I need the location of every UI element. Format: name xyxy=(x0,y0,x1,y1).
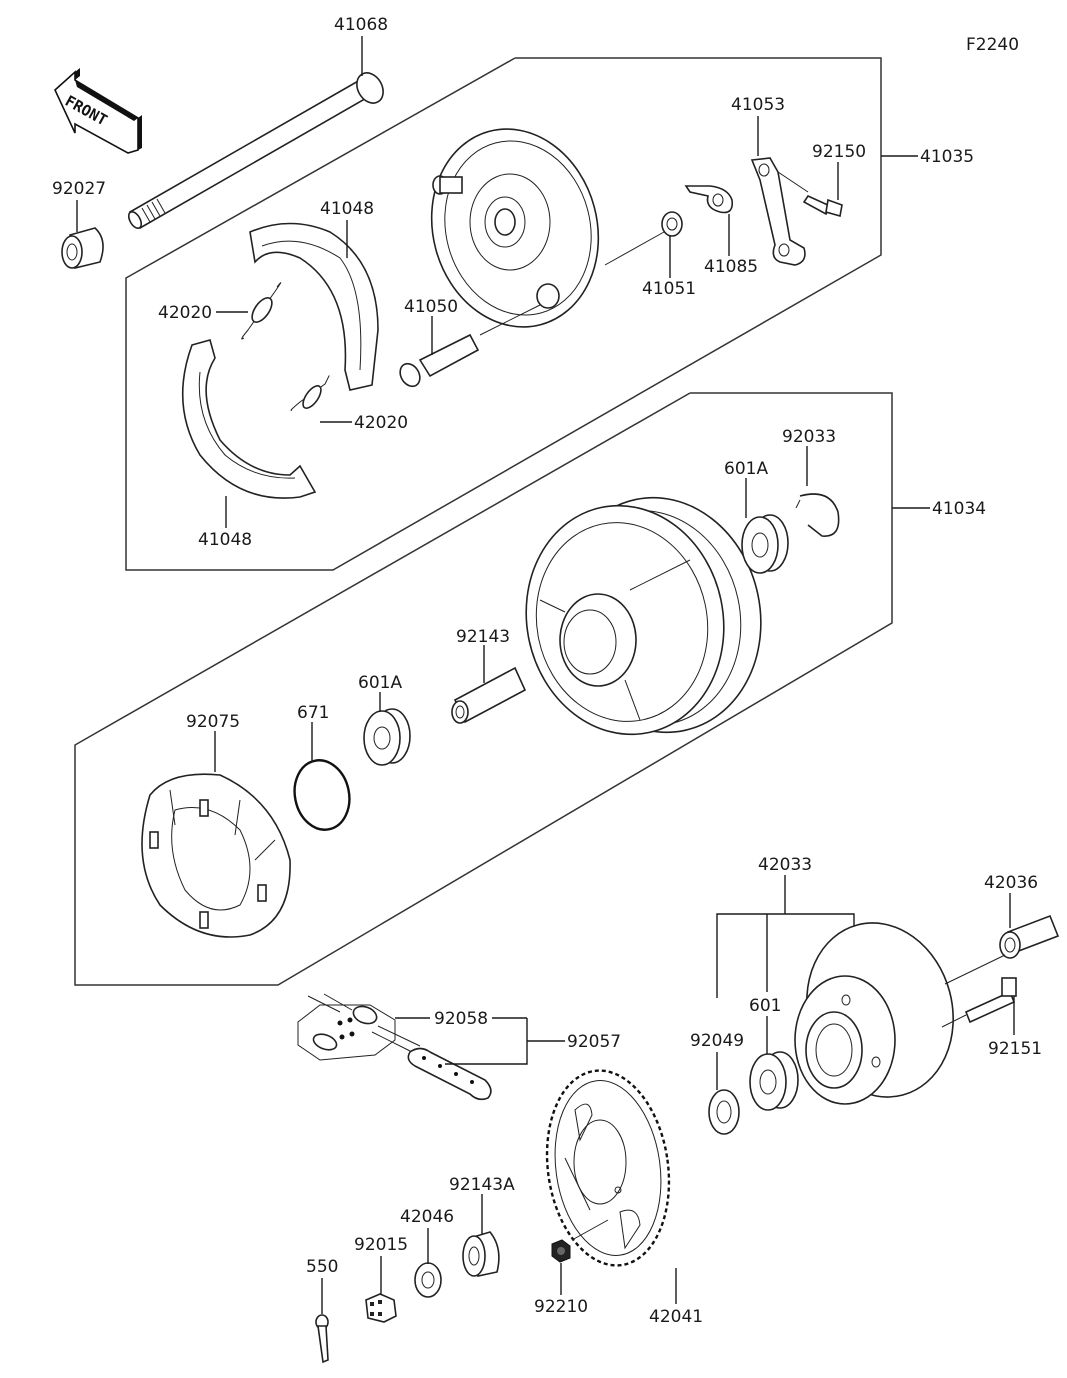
label-601A-left: 601A xyxy=(358,673,402,693)
label-92143: 92143 xyxy=(456,627,510,647)
castle-nut-part xyxy=(365,1293,397,1323)
sprocket-nut-part xyxy=(551,1239,571,1263)
washer-part xyxy=(414,1262,442,1298)
coupling-hub-part xyxy=(794,922,954,1105)
cotter-pin-part xyxy=(315,1314,329,1364)
label-92027: 92027 xyxy=(52,179,106,199)
master-link-part xyxy=(297,993,396,1061)
collar-right-part xyxy=(462,1231,500,1277)
label-92151: 92151 xyxy=(988,1039,1042,1059)
label-92057: 92057 xyxy=(567,1032,621,1052)
label-41035: 41035 xyxy=(920,147,974,167)
spring-lower-part xyxy=(290,375,330,411)
label-601A-right: 601A xyxy=(724,459,768,479)
brake-panel-assembly-box xyxy=(125,57,882,571)
label-41051: 41051 xyxy=(642,279,696,299)
o-ring-part xyxy=(293,759,351,831)
front-arrow-icon: FRONT xyxy=(54,68,142,154)
lever-bolt-part xyxy=(802,194,843,218)
collar-left-part xyxy=(61,227,104,269)
spacer-part xyxy=(451,666,527,724)
label-671: 671 xyxy=(297,703,329,723)
coupling-sleeve-part xyxy=(999,914,1060,959)
label-92058: 92058 xyxy=(434,1009,488,1029)
coupling-seal-part xyxy=(708,1089,740,1135)
label-41048-lower: 41048 xyxy=(198,530,252,550)
label-92210: 92210 xyxy=(534,1297,588,1317)
label-42033: 42033 xyxy=(758,855,812,875)
label-92049: 92049 xyxy=(690,1031,744,1051)
damper-part xyxy=(141,773,291,938)
seal-cam-part xyxy=(661,211,683,237)
label-42020-upper: 42020 xyxy=(158,303,212,323)
brake-lever-part xyxy=(750,157,806,266)
spring-upper-part xyxy=(241,282,282,340)
label-42046: 42046 xyxy=(400,1207,454,1227)
bearing-right-part xyxy=(741,514,789,574)
bearing-left-part xyxy=(363,708,411,766)
brake-shoe-upper-part xyxy=(249,222,379,391)
label-92150: 92150 xyxy=(812,142,866,162)
label-41048-upper: 41048 xyxy=(320,199,374,219)
label-92143A: 92143A xyxy=(449,1175,515,1195)
label-92015: 92015 xyxy=(354,1235,408,1255)
label-41085: 41085 xyxy=(704,257,758,277)
label-92075: 92075 xyxy=(186,712,240,732)
label-42041: 42041 xyxy=(649,1307,703,1327)
label-42036: 42036 xyxy=(984,873,1038,893)
sprocket-part xyxy=(545,1069,671,1267)
axle-part xyxy=(127,72,384,230)
label-92033: 92033 xyxy=(782,427,836,447)
label-41034: 41034 xyxy=(932,499,986,519)
indicator-part xyxy=(684,185,734,214)
wheel-hub-part xyxy=(525,496,762,736)
label-41050: 41050 xyxy=(404,297,458,317)
figure-code: F2240 xyxy=(966,35,1019,55)
label-42020-lower: 42020 xyxy=(354,413,408,433)
circlip-part xyxy=(795,493,840,537)
chain-part xyxy=(371,1025,492,1101)
wheel-hub-assembly-box xyxy=(74,392,893,986)
label-41053: 41053 xyxy=(731,95,785,115)
coupling-stud-part xyxy=(964,977,1017,1024)
label-550: 550 xyxy=(306,1257,338,1277)
label-41068: 41068 xyxy=(334,15,388,35)
brake-shoe-lower-part xyxy=(181,339,317,499)
coupling-bearing-part xyxy=(749,1051,799,1111)
brake-panel-part xyxy=(430,128,600,328)
label-601: 601 xyxy=(749,996,781,1016)
brake-cam-part xyxy=(399,333,480,388)
